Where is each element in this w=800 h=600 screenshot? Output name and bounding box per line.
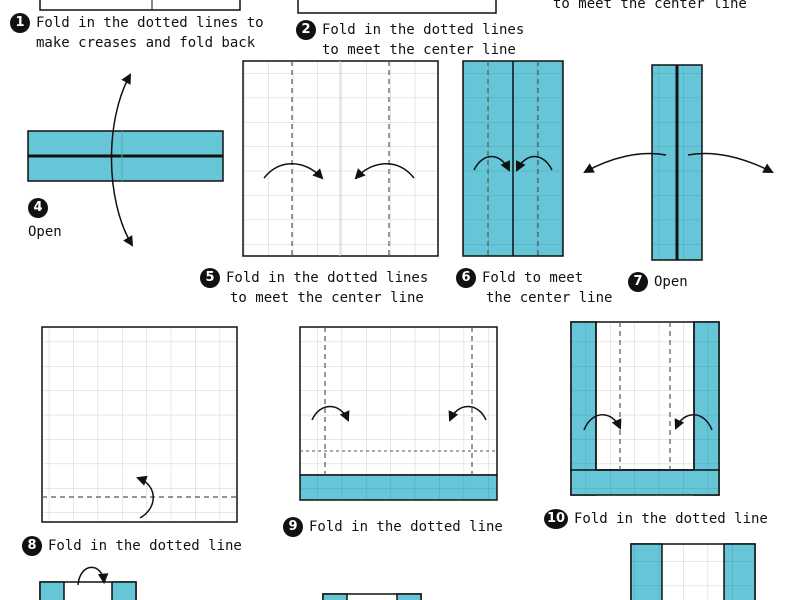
step8-figure <box>41 326 238 523</box>
step7-arrow-left <box>583 152 667 174</box>
step-number-badge: 4 <box>28 198 48 218</box>
step4-text: Open <box>28 224 62 240</box>
step2-text-line1: Fold in the dotted lines <box>322 22 525 38</box>
step4-strip <box>27 73 224 247</box>
step-number-badge: 1 <box>10 13 30 33</box>
step8-text: Fold in the dotted line <box>48 538 242 554</box>
step6-text-line1: Fold to meet <box>482 270 584 286</box>
step5-text-line1: Fold in the dotted lines <box>226 270 429 286</box>
step9-label: 9 Fold in the dotted line <box>283 517 503 537</box>
step-number-badge: 8 <box>22 536 42 556</box>
step6-arrow-left <box>473 155 510 172</box>
step6-label: 6 Fold to meet the center line <box>456 268 612 308</box>
step7-arrow-right <box>687 152 774 173</box>
step-number-badge: 10 <box>544 509 568 529</box>
step1-text-line1: Fold in the dotted lines to <box>36 15 264 31</box>
step-number-badge: 5 <box>200 268 220 288</box>
step8-arrow <box>136 475 154 519</box>
step1-figure-partial <box>39 0 241 11</box>
step9-figure <box>299 326 498 501</box>
step11-figure-partial <box>39 566 137 600</box>
step6-figure <box>462 60 564 257</box>
step13-figure-partial <box>630 543 756 600</box>
step7-text: Open <box>654 274 688 290</box>
step6-arrow-right <box>516 155 553 172</box>
step-number-badge: 7 <box>628 272 648 292</box>
step7-figure <box>583 64 774 261</box>
step10-figure <box>570 321 720 496</box>
step7-label: 7 Open <box>628 272 688 292</box>
step2-text-line2: to meet the center line <box>322 42 516 58</box>
step5-arrow-left <box>263 163 324 180</box>
step5-text-line2: to meet the center line <box>230 290 424 306</box>
step2-figure-partial <box>297 0 497 14</box>
step-number-badge: 2 <box>296 20 316 40</box>
step4-open-arrow <box>110 73 134 247</box>
step-number-badge: 6 <box>456 268 476 288</box>
step1-label: 1 Fold in the dotted lines to make crease… <box>10 13 264 53</box>
step12-figure-partial <box>322 593 422 600</box>
step2-label: 2 Fold in the dotted lines to meet the ce… <box>296 20 524 60</box>
step9-arrow-right <box>448 405 487 422</box>
step10-arrow-left <box>583 414 622 431</box>
step5-arrow-right <box>354 163 415 180</box>
step-number-badge: 9 <box>283 517 303 537</box>
step8-label: 8 Fold in the dotted line <box>22 536 242 556</box>
step10-arrow-right <box>674 414 713 431</box>
step3-label-partial: to meet the center line <box>553 0 747 14</box>
step10-label: 10 Fold in the dotted line <box>544 509 768 529</box>
step10-text: Fold in the dotted line <box>574 511 768 527</box>
step3-text-line2: to meet the center line <box>553 0 747 12</box>
step5-label: 5 Fold in the dotted lines to meet the ce… <box>200 268 428 308</box>
step6-text-line2: the center line <box>486 290 613 306</box>
step1-text-line2: make creases and fold back <box>36 35 256 51</box>
step5-figure <box>242 60 439 257</box>
step9-text: Fold in the dotted line <box>309 519 503 535</box>
step9-arrow-left <box>311 405 350 422</box>
step4-label: 4 Open <box>28 198 62 242</box>
